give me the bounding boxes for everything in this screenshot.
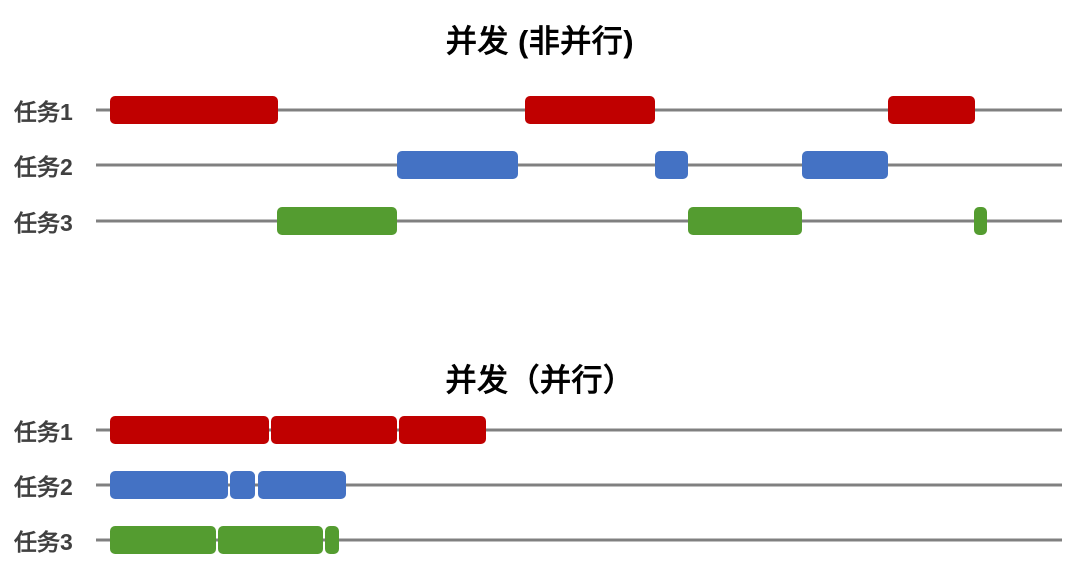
task-bar-concurrent-t1-s2 (525, 96, 655, 124)
task-bar-parallel-t3-s3 (325, 526, 339, 554)
timeline-axis-line (96, 483, 1062, 487)
task-bar-concurrent-t2-s1 (397, 151, 518, 179)
task-bar-concurrent-t3-s3 (974, 207, 987, 235)
task-bar-parallel-t2-s3 (258, 471, 346, 499)
track-label-parallel-2: 任务2 (14, 474, 73, 500)
chart-parallel: 并发（并行） 任务1 任务2 任务3 (0, 320, 1080, 571)
task-bar-concurrent-t3-s1 (277, 207, 397, 235)
task-bar-concurrent-t1-s1 (110, 96, 278, 124)
timeline-axis-line (96, 163, 1062, 167)
track-label-concurrent-3: 任务3 (14, 210, 73, 236)
task-bar-parallel-t2-s2 (230, 471, 255, 499)
timeline-track-concurrent-1: 任务1 (0, 90, 1080, 130)
track-label-parallel-3: 任务3 (14, 529, 73, 555)
timeline-track-concurrent-2: 任务2 (0, 145, 1080, 185)
task-bar-parallel-t3-s2 (218, 526, 323, 554)
chart-concurrent: 并发 (非并行) 任务1 任务2 任务3 (0, 24, 1080, 241)
task-bar-parallel-t1-s3 (399, 416, 486, 444)
task-bar-concurrent-t1-s3 (888, 96, 975, 124)
timeline-track-parallel-1: 任务1 (0, 410, 1080, 450)
track-label-concurrent-1: 任务1 (14, 99, 73, 125)
task-bar-parallel-t3-s1 (110, 526, 216, 554)
timeline-track-parallel-3: 任务3 (0, 520, 1080, 560)
task-bar-concurrent-t2-s2 (655, 151, 688, 179)
task-bar-parallel-t1-s2 (271, 416, 397, 444)
task-bar-parallel-t1-s1 (110, 416, 269, 444)
timeline-axis-line (96, 538, 1062, 542)
timeline-track-concurrent-3: 任务3 (0, 201, 1080, 241)
timeline-axis-line (96, 219, 1062, 223)
timeline-track-parallel-2: 任务2 (0, 465, 1080, 505)
task-bar-concurrent-t3-s2 (688, 207, 802, 235)
timeline-axis-line (96, 428, 1062, 432)
task-bar-parallel-t2-s1 (110, 471, 228, 499)
task-bar-concurrent-t2-s3 (802, 151, 888, 179)
track-label-parallel-1: 任务1 (14, 419, 73, 445)
chart-title-parallel: 并发（并行） (445, 363, 635, 398)
track-label-concurrent-2: 任务2 (14, 154, 73, 180)
chart-title-concurrent: 并发 (非并行) (445, 24, 635, 59)
